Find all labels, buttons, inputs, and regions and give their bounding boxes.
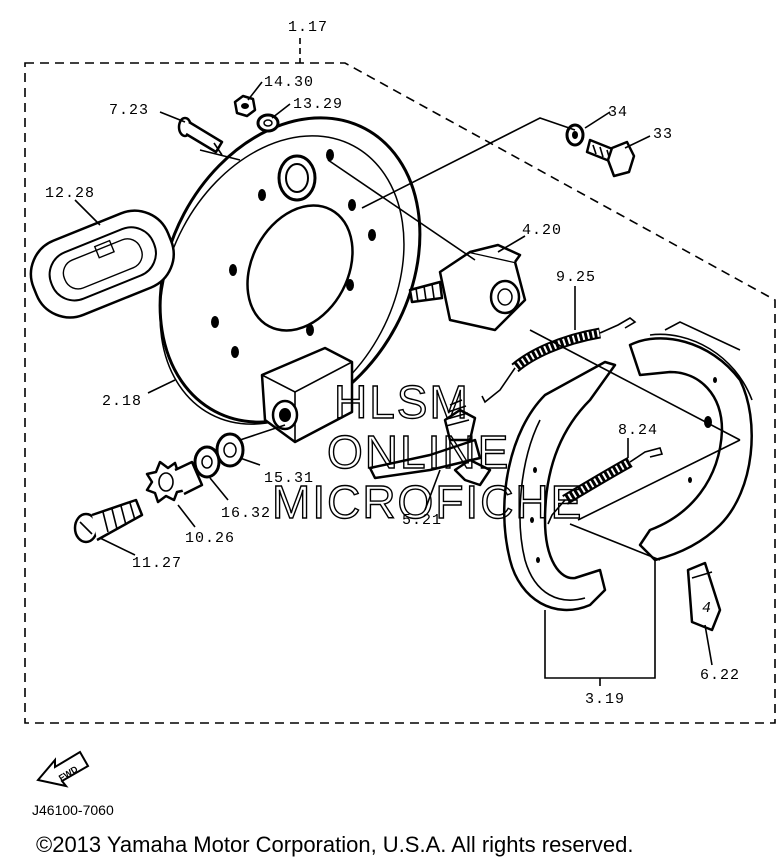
lock-washer-34 [565,123,585,147]
label-15: 15.31 [264,470,314,487]
label-33: 33 [653,126,673,143]
adjuster-gear [145,460,204,504]
label-9: 9.25 [556,269,596,286]
brake-shoe-right [628,321,753,562]
diagram-code: J46100-7060 [32,802,114,818]
bolt-33 [585,138,636,178]
label-3: 3.19 [585,691,625,708]
washer-16 [193,445,221,479]
assembly-outline [24,62,776,724]
label-6: 6.22 [700,667,740,684]
label-14: 14.30 [264,74,314,91]
label-16: 16.32 [221,505,271,522]
part-labels: 1.17 2.18 3.19 4.20 5.21 6.22 7.23 8.24 … [45,19,740,708]
backing-plate [158,116,422,425]
label-11: 11.27 [132,555,182,572]
lock-washer [256,113,280,133]
adjuster-lever [368,399,492,487]
label-4: 4.20 [522,222,562,239]
watermark-line-1: HLSM [334,376,470,428]
copyright-notice: ©2013 Yamaha Motor Corporation, U.S.A. A… [36,832,634,857]
label-8: 8.24 [618,422,658,439]
wheel-cylinder [408,243,527,332]
shim-mark: 4 [702,600,712,617]
label-1: 1.17 [288,19,328,36]
return-spring-lower [547,447,664,525]
watermark-line-2: ONLINE [327,426,510,478]
label-2: 2.18 [102,393,142,410]
label-10: 10.26 [185,530,235,547]
leaders [74,81,741,686]
watermark: HLSM ONLINE MICROFICHE [271,375,583,528]
forward-arrow-icon: FWD [36,750,90,788]
label-34: 34 [608,104,628,121]
brake-shoe-left [503,360,617,612]
seal-grommet [29,209,175,319]
label-7: 7.23 [109,102,149,119]
washer-15 [215,432,245,468]
nut [233,94,257,118]
label-12: 12.28 [45,185,95,202]
adjuster-bolt [73,498,144,544]
adjuster-housing [260,346,354,444]
return-spring-upper [481,317,637,404]
shoe-shim: 4 [686,561,722,632]
watermark-line-3: MICROFICHE [272,476,583,528]
label-13: 13.29 [293,96,343,113]
pin [177,116,224,156]
label-5: 5.21 [402,512,442,529]
